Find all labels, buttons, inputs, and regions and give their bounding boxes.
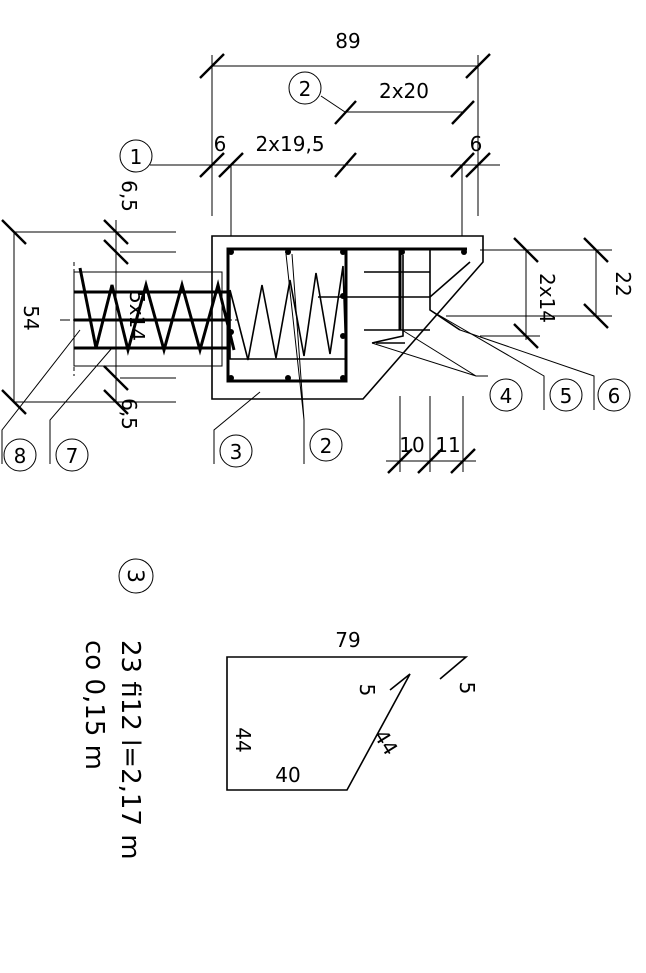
marker-5	[549, 378, 583, 412]
stirrup-marker	[118, 558, 154, 594]
rebar-dot	[340, 375, 346, 381]
dim-5x14-label: 5x14	[125, 291, 149, 341]
dim-22-label: 22	[611, 271, 635, 296]
dim-right: 22 2x14	[446, 237, 635, 349]
marker-2-bottom-label: 2	[320, 434, 333, 458]
marker-6	[597, 378, 631, 412]
dim-6-5-top-label: 6,5	[117, 180, 141, 212]
marker-2-top-text: 2	[299, 77, 312, 101]
marker-4	[489, 378, 523, 412]
dim-6-5-bottom-label: 6,5	[117, 398, 141, 430]
rebar-dot	[228, 249, 234, 255]
dim-2x19-label: 2x19,5	[255, 132, 324, 156]
spec-text: 23 fi12 l=2,17 m co 0,15 m	[79, 640, 145, 860]
dim-left: 6,5 5x14 6,5 54	[1, 180, 176, 430]
marker-4-label: 4	[500, 384, 513, 408]
marker-1	[119, 139, 153, 173]
marker-8	[3, 438, 37, 472]
marker-5-label: 5	[560, 384, 573, 408]
stirrup-shape	[226, 656, 469, 791]
spec-line-1: 23 fi12 l=2,17 m	[115, 640, 145, 860]
marker-3-label: 3	[230, 440, 243, 464]
dim-2x20-label: 2x20	[379, 79, 429, 103]
dim-89-label: 89	[335, 29, 360, 53]
spec-line-2: co 0,15 m	[79, 640, 109, 770]
markers-bottom: 3 2 4 5 6 7 8	[1, 253, 631, 472]
stirrup-hook-inner-label: 5	[355, 684, 379, 697]
dim-54-label: 54	[19, 305, 43, 330]
stirrup-marker-label: 3	[122, 569, 147, 583]
stirrup-diagonal-label: 44	[369, 725, 403, 759]
rebar-dot	[340, 249, 346, 255]
rebar-dot	[285, 249, 291, 255]
dim-total-width: 89	[199, 29, 491, 216]
dim-6-left-label: 6	[214, 132, 227, 156]
rebar-dot	[340, 293, 346, 299]
stirrup-bottom-label: 40	[275, 763, 300, 787]
main-stirrup	[226, 247, 348, 383]
bar-dots	[228, 249, 467, 381]
dim-11-label: 11	[435, 433, 460, 457]
dim-10-label: 10	[399, 433, 424, 457]
marker-8-label: 8	[14, 444, 27, 468]
dim-bottom: 10 11	[386, 396, 476, 474]
marker-7	[55, 438, 89, 472]
marker-6-label: 6	[608, 384, 621, 408]
rebar-dot	[461, 249, 467, 255]
spiral-inside	[229, 265, 347, 361]
marker-2-top	[288, 71, 322, 105]
stirrup-hook-right-label: 5	[455, 682, 479, 695]
dim-2x14-label: 2x14	[535, 273, 559, 323]
rebar-dot	[285, 375, 291, 381]
stirrup-left-label: 44	[231, 727, 255, 752]
stirrup-detail: 3 79 5 5 44 40 44	[118, 558, 479, 791]
dim-spacing-top: 2x20 1 2	[288, 71, 475, 125]
rebar-dot	[228, 375, 234, 381]
marker-7-label: 7	[66, 444, 79, 468]
stirrup-top-label: 79	[335, 628, 360, 652]
rebar-dot	[399, 249, 405, 255]
bent-bars	[371, 249, 461, 344]
right-stirrup	[344, 247, 467, 381]
marker-1-label: 1	[130, 145, 143, 169]
marker-3	[219, 434, 253, 468]
marker-2-bottom	[309, 428, 343, 462]
dim-6-right-label: 6	[470, 132, 483, 156]
spiral-outside	[78, 267, 236, 356]
dim-spacing-mid: 6 2x19,5 6 1	[119, 132, 500, 236]
